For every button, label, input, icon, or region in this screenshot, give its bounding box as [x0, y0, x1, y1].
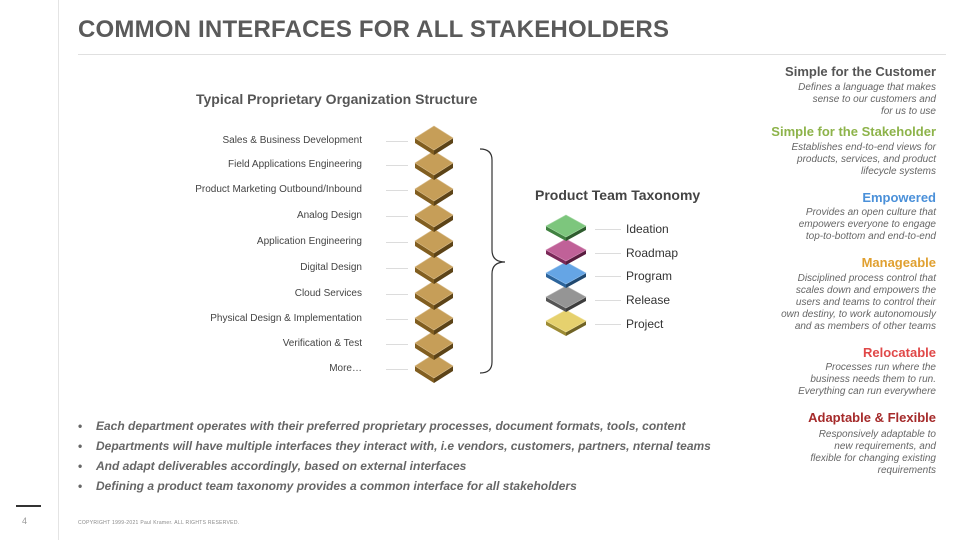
department-label: Digital Design — [300, 262, 362, 273]
department-label: Field Applications Engineering — [228, 159, 362, 170]
connector-line — [386, 190, 408, 191]
principle-description: Defines a language that makes sense to o… — [798, 82, 936, 117]
connector-line — [595, 276, 621, 277]
taxonomy-layer — [545, 214, 587, 241]
slide-title: COMMON INTERFACES FOR ALL STAKEHOLDERS — [78, 16, 670, 43]
principle-title: Empowered — [862, 190, 936, 205]
org-layer — [414, 254, 454, 284]
principle-title: Manageable — [861, 255, 936, 270]
bullet-item: And adapt deliverables accordingly, base… — [78, 456, 711, 476]
org-layer — [414, 125, 454, 155]
taxonomy-layer — [545, 285, 587, 312]
bullet-list: Each department operates with their pref… — [78, 416, 711, 496]
bullet-item: Defining a product team taxonomy provide… — [78, 476, 711, 496]
org-layer-stack — [414, 125, 454, 383]
department-label: Application Engineering — [256, 236, 362, 247]
connector-line — [386, 268, 408, 269]
department-label: Sales & Business Development — [222, 135, 362, 146]
bullet-item: Each department operates with their pref… — [78, 416, 711, 436]
taxonomy-label-release: Release — [626, 293, 671, 307]
connector-line — [386, 141, 408, 142]
department-label: Verification & Test — [282, 338, 362, 349]
taxonomy-label-project: Project — [626, 317, 664, 331]
department-label: Cloud Services — [294, 288, 362, 299]
taxonomy-layer — [545, 261, 587, 288]
page-marker — [16, 505, 41, 507]
taxonomy-label-program: Program — [626, 269, 673, 283]
principle-description: Provides an open culture that empowers e… — [798, 207, 936, 242]
connector-line — [386, 216, 408, 217]
connector-line — [595, 324, 621, 325]
page-number: 4 — [22, 516, 28, 526]
taxonomy-label-roadmap: Roadmap — [626, 246, 679, 260]
connector-line — [386, 319, 408, 320]
connector-line — [595, 253, 621, 254]
org-layer — [414, 305, 454, 335]
taxonomy-layer-stack — [545, 214, 587, 336]
org-layer — [414, 280, 454, 310]
department-label: Analog Design — [296, 210, 362, 221]
connector-line — [386, 369, 408, 370]
principle-description: Disciplined process control that scales … — [781, 273, 936, 332]
org-layer — [414, 150, 454, 180]
left-margin-bar — [0, 0, 59, 540]
curly-brace — [479, 148, 506, 374]
department-label: Product Marketing Outbound/Inbound — [195, 184, 362, 195]
org-layer — [414, 353, 454, 383]
connector-line — [386, 294, 408, 295]
department-label: Physical Design & Implementation — [210, 313, 362, 324]
org-layer — [414, 176, 454, 206]
copyright-notice: COPYRIGHT 1999-2021 Paul Kramer. ALL RIG… — [78, 520, 240, 526]
taxonomy-layer — [545, 238, 587, 265]
org-layer — [414, 330, 454, 360]
principle-description: Establishes end-to-end views for product… — [791, 142, 936, 177]
taxonomy-layer — [545, 309, 587, 336]
connector-line — [386, 242, 408, 243]
principle-title: Simple for the Stakeholder — [771, 124, 936, 139]
connector-line — [386, 344, 408, 345]
principle-title: Simple for the Customer — [785, 64, 936, 79]
org-layer — [414, 202, 454, 232]
title-divider — [78, 54, 946, 55]
department-label: More… — [329, 363, 362, 374]
principle-title: Relocatable — [863, 345, 936, 360]
connector-line — [595, 300, 621, 301]
org-structure-heading: Typical Proprietary Organization Structu… — [196, 91, 478, 107]
org-layer — [414, 228, 454, 258]
principle-description: Responsively adaptable to new requiremen… — [810, 429, 936, 476]
connector-line — [386, 165, 408, 166]
principle-title: Adaptable & Flexible — [808, 410, 936, 425]
taxonomy-label-ideation: Ideation — [626, 222, 669, 236]
taxonomy-heading: Product Team Taxonomy — [535, 187, 701, 203]
principle-description: Processes run where the business needs t… — [798, 362, 936, 397]
bullet-item: Departments will have multiple interface… — [78, 436, 711, 456]
connector-line — [595, 229, 621, 230]
